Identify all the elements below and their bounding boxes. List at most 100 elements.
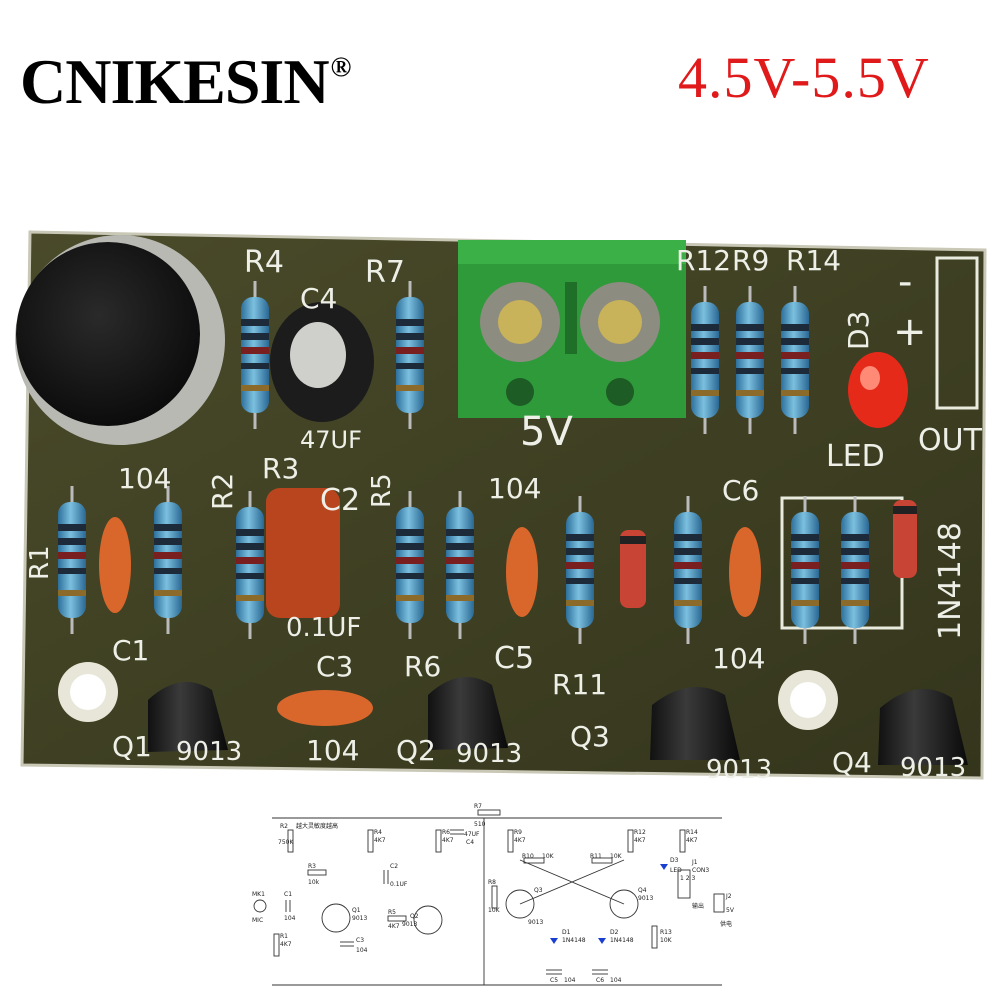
sch-j2-value: 5V xyxy=(726,907,735,914)
label-q3-part: 9013 xyxy=(706,755,772,785)
sch-r14-value: 4K7 xyxy=(686,837,698,844)
sch-r7: R7 xyxy=(474,803,482,810)
sch-r5-value: 4K7 xyxy=(388,923,400,930)
label-c2: C2 xyxy=(320,483,360,518)
label-q2: Q2 xyxy=(396,734,436,767)
sch-c3: C3 xyxy=(356,937,364,944)
sch-d2-value: 1N4148 xyxy=(610,937,634,944)
label-r14: R14 xyxy=(786,244,841,277)
sch-r7-value: 510 xyxy=(474,821,486,828)
sch-r12-value: 4K7 xyxy=(634,837,646,844)
sch-d2: D2 xyxy=(610,929,619,936)
label-q2-part: 9013 xyxy=(456,739,522,769)
sch-c4: C4 xyxy=(466,839,474,846)
sch-r10-value: 10K xyxy=(542,853,555,860)
label-r3: R3 xyxy=(262,452,299,485)
label-r11: R11 xyxy=(552,668,607,701)
label-47uf: 47UF xyxy=(300,426,362,454)
sch-d3: D3 xyxy=(670,857,679,864)
label-q3: Q3 xyxy=(570,720,610,753)
sch-r2-value: 750K xyxy=(278,839,294,846)
label-c1: C1 xyxy=(112,634,149,667)
label-out: OUT xyxy=(918,423,983,458)
sch-r2: R2 xyxy=(280,823,288,830)
sch-d1: D1 xyxy=(562,929,571,936)
sch-d1-value: 1N4148 xyxy=(562,937,586,944)
sch-r10: R10 xyxy=(522,853,534,860)
registered-mark: ® xyxy=(330,52,352,83)
label-c6-value: 104 xyxy=(712,642,765,675)
pcb-board-photo: R4 R7 C4 47UF R12 R9 R14 D3 LED OUT - + … xyxy=(15,230,987,785)
label-q4: Q4 xyxy=(832,746,872,779)
sch-r14: R14 xyxy=(686,829,698,836)
sch-r6-value: 4K7 xyxy=(442,837,454,844)
sch-r9-value: 4K7 xyxy=(514,837,526,844)
sch-c2-value: 0.1UF xyxy=(390,881,408,888)
label-q1: Q1 xyxy=(112,730,152,763)
label-r6: R6 xyxy=(404,650,441,683)
sch-r6: R6 xyxy=(442,829,450,836)
label-c2-value: 0.1UF xyxy=(286,613,361,643)
sch-r1-value: 4K7 xyxy=(280,941,292,948)
label-5v: 5V xyxy=(520,409,573,455)
brand-name: CNIKESIN xyxy=(20,46,330,117)
sch-q1: Q1 xyxy=(352,907,361,914)
sch-r1: R1 xyxy=(280,933,288,940)
sch-q2-part: 9013 xyxy=(402,921,417,928)
sch-q1-part: 9013 xyxy=(352,915,367,922)
sch-r12: R12 xyxy=(634,829,646,836)
sch-c4-value: 47UF xyxy=(464,831,480,838)
sch-r9: R9 xyxy=(514,829,522,836)
sch-r11-value: 10K xyxy=(610,853,623,860)
label-r4: R4 xyxy=(244,245,284,280)
sch-j2: J2 xyxy=(725,893,732,900)
label-1n4148: 1N4148 xyxy=(933,522,968,640)
label-q1-part: 9013 xyxy=(176,737,242,767)
sch-c6: C6 xyxy=(596,977,604,984)
sch-q3-part: 9013 xyxy=(528,919,543,926)
label-c1-value: 104 xyxy=(118,462,171,495)
label-r9: R9 xyxy=(732,244,769,277)
sch-r3-value: 10k xyxy=(308,879,320,886)
sch-j1-note: 输出 xyxy=(692,902,704,910)
sch-j1: J1 xyxy=(691,859,698,866)
sch-r8-value: 10K xyxy=(488,907,501,914)
sch-r2-note: 越大灵敏度越高 xyxy=(296,822,338,830)
sch-r4: R4 xyxy=(374,829,382,836)
label-c6: C6 xyxy=(722,474,759,507)
sch-r13: R13 xyxy=(660,929,672,936)
brand-logo: CNIKESIN® xyxy=(20,42,412,122)
sch-j1-con: CON3 xyxy=(692,867,709,874)
sch-c1-value: 104 xyxy=(284,915,296,922)
label-c3-value: 104 xyxy=(306,734,359,767)
sch-c1: C1 xyxy=(284,891,292,898)
sch-r5: R5 xyxy=(388,909,396,916)
label-c4: C4 xyxy=(300,282,337,315)
sch-r11: R11 xyxy=(590,853,602,860)
label-r2: R2 xyxy=(206,473,239,510)
sch-c6-value: 104 xyxy=(610,977,622,984)
label-r1: R1 xyxy=(25,545,55,580)
sch-q4-part: 9013 xyxy=(638,895,653,902)
sch-r3: R3 xyxy=(308,863,316,870)
sch-r13-value: 10K xyxy=(660,937,673,944)
sch-q4: Q4 xyxy=(638,887,647,894)
label-minus: - xyxy=(898,259,912,305)
sch-mic-label: MIC xyxy=(252,917,263,924)
sch-r8: R8 xyxy=(488,879,496,886)
label-c5-value: 104 xyxy=(488,472,541,505)
sch-q2: Q2 xyxy=(410,913,419,920)
label-c5: C5 xyxy=(494,641,534,676)
label-r5: R5 xyxy=(367,473,397,508)
label-r12: R12 xyxy=(676,244,731,277)
sch-c5-value: 104 xyxy=(564,977,576,984)
sch-r4-value: 4K7 xyxy=(374,837,386,844)
sch-c5: C5 xyxy=(550,977,558,984)
label-r7: R7 xyxy=(365,255,405,290)
label-led: LED xyxy=(826,439,885,474)
circuit-schematic: R2 750K 越大灵敏度越高 R3 10k R4 4K7 R6 4K7 R7 … xyxy=(252,800,748,1000)
sch-j1-pins: 1 2 3 xyxy=(680,875,695,882)
label-c3: C3 xyxy=(316,650,353,683)
sch-c3-value: 104 xyxy=(356,947,368,954)
label-d3: D3 xyxy=(842,311,875,350)
